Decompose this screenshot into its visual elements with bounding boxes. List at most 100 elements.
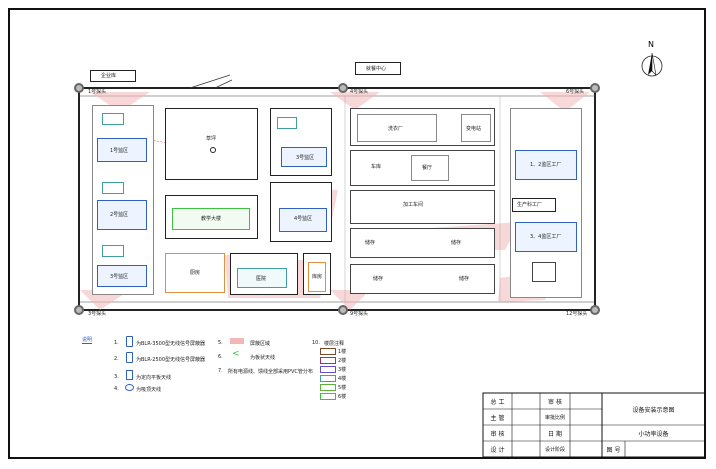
legend-num-1: 1. [114, 340, 119, 346]
garage: 车库 餐厅 [350, 150, 495, 186]
main-building-block: 教学大楼 [165, 195, 258, 239]
gate-top-center-label: 就餐中心 [366, 66, 387, 72]
tb-r4c1: 设 计 [490, 446, 505, 454]
floor-swatch-1 [320, 348, 336, 355]
garage-label: 车库 [371, 164, 382, 170]
north-arrow-icon [641, 52, 663, 77]
main-building-label: 教学大楼 [201, 216, 222, 222]
warehouse-4-label: 储存 [459, 276, 470, 282]
tb-r3c1: 审 核 [490, 430, 505, 438]
prod-label: 生产科工厂 [517, 202, 543, 208]
pole-bottom-left [74, 305, 84, 315]
legend-text-1: 为BLR-3500型无线信号屏蔽器 [136, 341, 206, 347]
warehouse-1-label: 储存 [365, 240, 376, 246]
gate-top-left: 企业库 [90, 70, 136, 82]
sign-teal-3 [102, 245, 124, 257]
floor-label-1: 1楼 [338, 349, 347, 355]
work2-label: 3、4监区工厂 [530, 234, 562, 240]
tb-r2c3: 审批比例 [544, 414, 565, 421]
tb-drawing-no: 图 号 [606, 446, 621, 454]
pole-top-left [74, 83, 84, 93]
work1-label: 1、2监区工厂 [530, 162, 562, 168]
floor-swatch-5 [320, 384, 336, 391]
gate-top-center: 就餐中心 [355, 62, 401, 75]
gate-top-left-label: 企业库 [101, 73, 117, 79]
legend-text-10: 楼层注释 [324, 341, 345, 347]
pole-label-p6: 6号探头 [566, 89, 585, 95]
warehouse-3-label: 储存 [373, 276, 384, 282]
pole-bottom-right [590, 305, 600, 315]
hospital-block: 医院 [230, 253, 298, 295]
laundry: 洗衣厂 变电站 [350, 108, 495, 146]
building-area1-label: 1号监区 [110, 148, 129, 154]
tb-title-1: 设备安装示意图 [632, 406, 675, 414]
storage-inner: 库房 [308, 262, 326, 292]
legend-num-5: 5. [218, 340, 223, 346]
floor-swatch-6 [320, 393, 336, 400]
legend-num-3: 3. [114, 374, 119, 380]
power-station-label: 变电站 [466, 126, 482, 132]
cafe: 餐厅 [411, 155, 449, 181]
legend-title: 说明 [82, 337, 93, 344]
workshop-label: 加工车间 [403, 202, 424, 208]
tb-r2c1: 主 管 [490, 414, 505, 422]
floor-label-6: 6楼 [338, 394, 347, 400]
building-area2: 2号监区 [97, 200, 147, 230]
legend-num-4: 4. [114, 386, 119, 392]
sign-teal-1 [102, 113, 124, 125]
building-area3-label: 3号监区 [110, 274, 129, 280]
building-area2-label: 2号监区 [110, 212, 129, 218]
floor-swatch-3 [320, 366, 336, 373]
plaza: 草坪 [165, 108, 258, 180]
building-area1: 1号监区 [97, 138, 147, 162]
storage: 库房 [303, 253, 331, 295]
laundry-inner: 洗衣厂 [357, 114, 437, 142]
workshop: 加工车间 [350, 190, 495, 224]
north-arrow: N [640, 40, 664, 80]
kitchen-label: 厨房 [190, 270, 201, 276]
floor-label-2: 2楼 [338, 358, 347, 364]
tb-r4c3: 设计阶段 [544, 446, 565, 453]
legend-text-7: 所有电源线、馈线全部采用PVC管分布 [228, 369, 313, 375]
cafe-label: 餐厅 [422, 165, 433, 171]
plaza-label: 草坪 [206, 136, 217, 142]
floor-legend: 1楼 2楼 3楼 4楼 5楼 6楼 [320, 348, 360, 400]
legend-num-6: 6. [218, 354, 223, 360]
tb-title-2: 小功率设备 [638, 430, 669, 438]
storage-label: 库房 [312, 274, 323, 280]
jammer-2500-icon [126, 352, 133, 363]
work1: 1、2监区工厂 [515, 150, 577, 180]
area4-block: 4号监区 [270, 182, 332, 242]
legend-num-7: 7. [218, 368, 223, 374]
pole-label-p3: 3号探头 [88, 311, 107, 317]
legend-text-5: 屏蔽区域 [250, 341, 271, 347]
shield-zone-icon [230, 338, 244, 344]
plate-antenna-icon: < [232, 349, 240, 359]
laundry-label: 洗衣厂 [388, 126, 404, 132]
area-right-block: 3号监区 [270, 108, 332, 176]
prod: 生产科工厂 [512, 198, 556, 212]
jammer-3500-icon [126, 336, 133, 347]
floor-swatch-2 [320, 357, 336, 364]
pole-label-p9: 9号探头 [350, 311, 369, 317]
pole-top-right [590, 83, 600, 93]
building-area4-label: 4号监区 [294, 216, 313, 222]
hospital-label: 医院 [256, 276, 267, 282]
pole-label-p12: 12号探头 [566, 311, 588, 317]
legend-text-6: 为板状天线 [250, 355, 276, 361]
floor-label-4: 4楼 [338, 376, 347, 382]
legend-num-10: 10. [312, 340, 320, 346]
drawing-frame [8, 8, 706, 459]
ceiling-antenna-icon [125, 384, 134, 391]
panel-antenna-icon [126, 370, 133, 380]
pole-bottom-center [338, 305, 348, 315]
legend-text-3: 为定向平板天线 [136, 375, 172, 381]
power-station: 变电站 [461, 114, 491, 142]
tb-r1c3: 审 核 [548, 398, 562, 406]
legend-text-2: 为BLR-2500型无线信号屏蔽器 [136, 357, 206, 363]
tb-r1c1: 总 工 [490, 398, 505, 406]
sign-teal-4 [277, 117, 297, 129]
building-area-right: 3号监区 [281, 147, 327, 167]
warehouse-row-1: 储存 储存 [350, 228, 495, 258]
